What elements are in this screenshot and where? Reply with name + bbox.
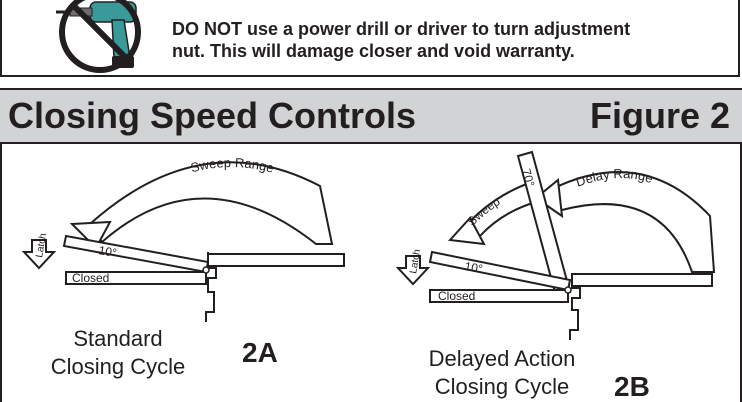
caption-2b-line-1: Delayed Action xyxy=(429,346,576,371)
warning-line-2: nut. This will damage closer and void wa… xyxy=(172,41,575,61)
figure-id-2a: 2A xyxy=(242,337,278,368)
caption-2a-line-1: Standard xyxy=(73,326,162,351)
angle-label-10-b: 10° xyxy=(463,259,483,276)
no-power-drill-icon xyxy=(56,0,141,73)
diagram-2a: Sweep Range 10° Closed Latch Standard Cl… xyxy=(21,155,345,379)
pivot xyxy=(202,266,210,274)
latch-arrow-b xyxy=(395,255,431,286)
sweep-arrow-head-b xyxy=(447,216,486,246)
sweep-arrow-head xyxy=(69,220,112,250)
closed-label: Closed xyxy=(72,271,109,285)
section-header: Closing Speed Controls Figure 2 xyxy=(0,88,742,144)
door-closed-b xyxy=(429,289,569,303)
sweep-range-label: Sweep Range xyxy=(189,155,275,176)
warning-box: DO NOT use a power drill or driver to tu… xyxy=(0,0,740,77)
latch-arrow xyxy=(21,239,57,270)
door-leaf-10deg xyxy=(62,234,210,274)
sweep-range-arrow xyxy=(88,161,334,245)
closing-speed-diagram: Sweep Range 10° Closed Latch Standard Cl… xyxy=(21,150,716,402)
warning-text: DO NOT use a power drill or driver to tu… xyxy=(172,18,732,62)
diagram-frame: Sweep Range 10° Closed Latch Standard Cl… xyxy=(0,144,742,402)
diagram-2b: Delay Range Sweep 70° 10° Closed xyxy=(395,150,716,402)
wall-b xyxy=(571,273,713,287)
latch-label: Latch xyxy=(34,233,49,259)
closed-label-b: Closed xyxy=(438,289,475,303)
door-closed xyxy=(65,271,207,285)
caption-2b-line-2: Closing Cycle xyxy=(435,374,570,399)
angle-label-70: 70° xyxy=(519,167,537,188)
wall xyxy=(207,253,345,267)
pivot-b xyxy=(564,286,572,294)
caption-2a-line-2: Closing Cycle xyxy=(51,354,186,379)
figure-id-2b: 2B xyxy=(614,371,650,402)
figure-label: Figure 2 xyxy=(589,95,730,136)
section-title: Closing Speed Controls xyxy=(8,95,417,136)
delay-range-arrow xyxy=(548,171,716,273)
warning-line-1: DO NOT use a power drill or driver to tu… xyxy=(172,19,631,39)
delay-arrow-head xyxy=(534,178,564,219)
door-frame-b xyxy=(569,274,581,340)
latch-label-b: Latch xyxy=(408,249,423,275)
door-frame xyxy=(205,252,217,322)
angle-label-10: 10° xyxy=(97,243,117,260)
